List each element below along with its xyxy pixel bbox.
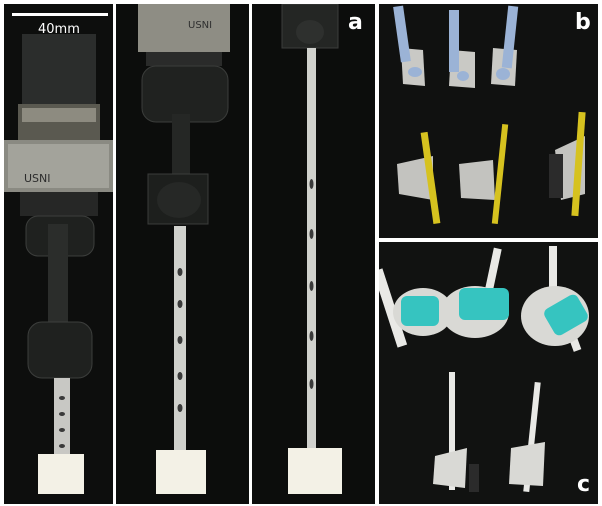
tensile-machine-setup-1: USNI <box>4 4 113 504</box>
svg-text:USNI: USNI <box>24 172 51 185</box>
panel-label-c: c <box>577 472 591 497</box>
panel-a-photo-3: a <box>252 4 375 504</box>
panel-a-photo-2: USNI <box>116 4 249 504</box>
panel-label-b: b <box>575 10 591 35</box>
panel-c-photo: c <box>379 242 598 504</box>
tensile-machine-setup-2: USNI <box>116 4 249 504</box>
panel-a-photo-1: USNI 40mm <box>4 4 113 504</box>
specimen-group-b <box>379 4 598 238</box>
scale-bar <box>12 13 108 16</box>
scale-bar-label: 40mm <box>38 22 80 37</box>
tensile-machine-setup-3 <box>252 4 375 504</box>
panel-b-photo: b <box>379 4 598 238</box>
panel-label-a: a <box>348 10 363 35</box>
specimen-group-c <box>379 242 598 504</box>
svg-text:USNI: USNI <box>188 20 212 31</box>
